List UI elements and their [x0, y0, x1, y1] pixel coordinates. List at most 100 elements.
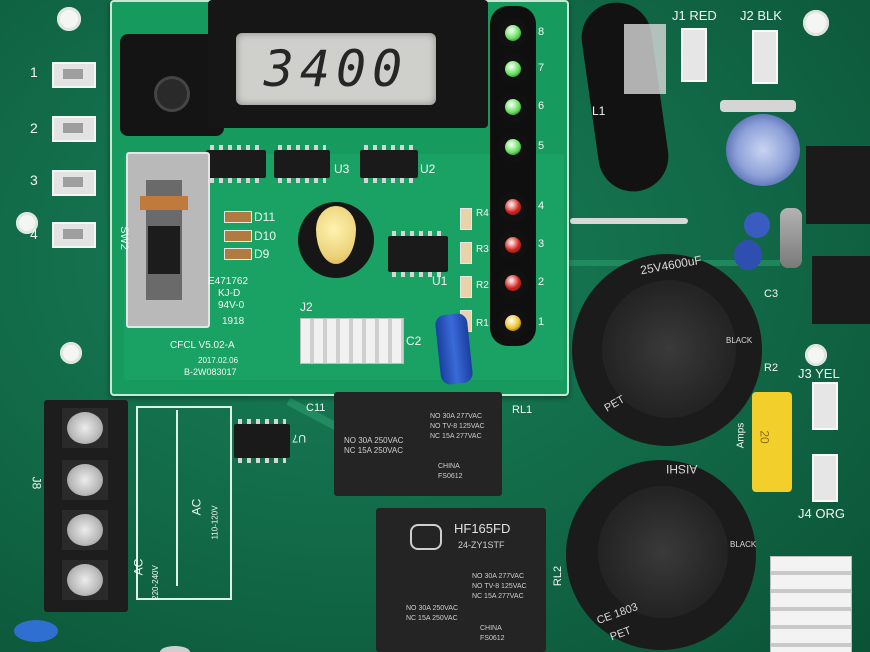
spade-terminal — [52, 170, 96, 196]
resistor-axial — [780, 208, 802, 268]
ac-low-voltage: 110-120V — [210, 505, 220, 540]
capacitor-bottom-brand: AISHI — [666, 462, 698, 476]
relay-model: HF165FD — [454, 521, 511, 536]
led-label: 1 — [538, 316, 545, 328]
relay-rl1-rating: NO 30A 250VAC — [344, 436, 404, 445]
terminal-screw[interactable] — [62, 560, 108, 600]
label-r1: R1 — [476, 318, 489, 329]
board-code: KJ-D — [218, 288, 241, 299]
cert-number: E471762 — [208, 276, 249, 287]
led-indicator-7 — [498, 54, 528, 84]
terminal-label: 3 — [30, 172, 38, 188]
mounting-hole — [57, 7, 81, 31]
terminal-j2 — [752, 30, 778, 84]
relay-rl1-rating: NO TV-8 125VAC — [430, 423, 485, 430]
led-label: 3 — [538, 238, 545, 250]
capacitor-top-black: BLACK — [726, 336, 753, 345]
power-connector — [770, 556, 852, 652]
label-r3: R3 — [476, 244, 489, 255]
relay-rating: NO 30A 277VAC — [472, 573, 525, 580]
label-c3: C3 — [764, 288, 779, 300]
spade-terminal — [52, 116, 96, 142]
mounting-hole — [805, 344, 827, 366]
diode — [224, 230, 252, 242]
label-u2: U2 — [420, 162, 436, 176]
spade-terminal — [52, 62, 96, 88]
relay-hf165fd: HF165FD 24-ZY1STF NO 30A 277VAC NO TV-8 … — [376, 508, 546, 652]
diode — [224, 248, 252, 260]
terminal-label: 2 — [30, 120, 38, 136]
pin-header-j2 — [300, 318, 404, 364]
ic-chip-u7 — [234, 419, 290, 463]
relay-variant: 24-ZY1STF — [458, 540, 505, 550]
led-label: 8 — [538, 26, 545, 38]
lcd-reading: 3400 — [263, 40, 409, 98]
relay-brand-logo — [410, 524, 442, 550]
terminal-screw[interactable] — [62, 460, 108, 500]
label-d11: D11 — [254, 210, 276, 224]
label-c11: C11 — [306, 402, 326, 414]
ac-low-label: AC — [189, 498, 204, 516]
potentiometer-knob[interactable] — [316, 206, 356, 264]
led-indicator-6 — [498, 92, 528, 122]
resistor — [460, 208, 472, 230]
label-r2-board: R2 — [764, 362, 779, 374]
relay-rl1-origin: CHINA — [438, 463, 460, 470]
relay-rating: NC 15A 277VAC — [472, 593, 524, 600]
relay-rl1: NO 30A 250VAC NC 15A 250VAC NO 30A 277VA… — [334, 392, 502, 496]
module-serial: B-2W083017 — [184, 367, 237, 377]
led-indicator-4 — [498, 192, 528, 222]
label-j3: J3 YEL — [798, 366, 840, 381]
switch-slider[interactable] — [148, 226, 180, 274]
label-d9: D9 — [254, 247, 270, 261]
label-j2-blk: J2 BLK — [740, 8, 782, 23]
transistor — [812, 256, 870, 324]
relay-rl1-rating: NC 15A 277VAC — [430, 433, 482, 440]
relay-rl1-rating: NC 15A 250VAC — [344, 446, 403, 455]
relay-code: FS0612 — [480, 635, 505, 642]
label-j2: J2 — [300, 300, 313, 314]
led-indicator-8 — [498, 18, 528, 48]
capacitor-bottom-face — [598, 486, 728, 618]
diode-axial — [720, 100, 796, 112]
ac-silk-outline — [136, 406, 232, 600]
ic-chip-u3 — [274, 145, 330, 183]
mounting-hole — [60, 342, 82, 364]
ceramic-capacitor — [14, 620, 58, 642]
module-date: 2017.02.06 — [198, 356, 239, 365]
switch-contact — [140, 196, 188, 210]
resistor — [460, 276, 472, 298]
ac-silk-outline — [176, 410, 232, 586]
label-j8: J8 — [29, 476, 44, 490]
wire-resistor-r5 — [570, 218, 688, 224]
capacitor-small — [744, 212, 770, 238]
label-c2: C2 — [406, 334, 422, 348]
led-label: 4 — [538, 200, 545, 212]
led-label: 6 — [538, 100, 545, 112]
label-j1: J1 RED — [672, 8, 717, 23]
relay-rating: NC 15A 250VAC — [406, 615, 458, 622]
relay-rating: NO 30A 250VAC — [406, 605, 459, 612]
relay-origin: CHINA — [480, 625, 502, 632]
screw-head — [160, 646, 190, 652]
ic-chip-u2 — [360, 145, 418, 183]
label-rl1: RL1 — [512, 404, 533, 416]
label-u7: U7 — [292, 432, 307, 444]
transistor — [806, 146, 870, 224]
label-rl2: RL2 — [552, 565, 565, 587]
mica-pad — [624, 24, 666, 94]
led-indicator-1 — [498, 308, 528, 338]
flame-rating: 94V-0 — [218, 300, 245, 311]
label-r2: R2 — [476, 280, 489, 291]
terminal-screw[interactable] — [62, 408, 108, 448]
label-sw2: SW2 — [117, 226, 130, 250]
label-j4: J4 ORG — [798, 506, 845, 521]
terminal-label: 1 — [30, 64, 38, 80]
relay-rating: NO TV-8 125VAC — [472, 583, 527, 590]
fuse-value: 20 — [757, 430, 772, 444]
terminal-j1 — [681, 28, 707, 82]
terminal-screw[interactable] — [62, 510, 108, 550]
ac-high-voltage: 220-240V — [150, 565, 160, 600]
fuse-amps-label: Amps — [735, 422, 747, 449]
led-indicator-5 — [498, 132, 528, 162]
